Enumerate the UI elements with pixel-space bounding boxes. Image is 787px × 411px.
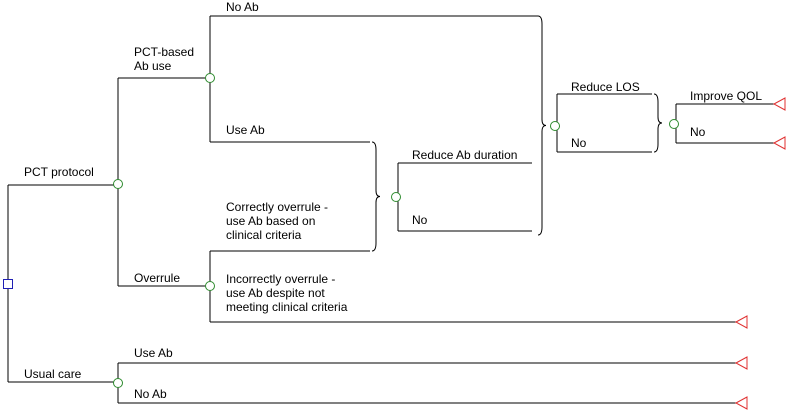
label-use-ab-pct: Use Ab: [226, 123, 265, 137]
chance-node-reduce-ab-duration: [391, 192, 401, 202]
decision-node-root: [3, 279, 13, 289]
label-pct-protocol: PCT protocol: [24, 165, 94, 179]
chance-node-pct-based-ab-use: [205, 73, 215, 83]
terminal-node-incorrectly-overrule: [734, 315, 748, 329]
label-no-ab-top: No Ab: [226, 0, 259, 14]
label-usual-care: Usual care: [24, 367, 82, 381]
terminal-node-improve-qol: [772, 97, 786, 111]
label-no-los: No: [571, 136, 587, 150]
terminal-node-no-ab-usual: [734, 396, 748, 410]
tree-nodes: [3, 73, 786, 410]
label-reduce-los: Reduce LOS: [571, 80, 640, 94]
label-correctly-overrule: Correctly overrule - use Ab based on cli…: [226, 200, 329, 242]
chance-node-pct-protocol: [113, 179, 123, 189]
chance-node-improve-qol: [669, 119, 679, 129]
brace-los: [537, 15, 547, 236]
label-improve-qol: Improve QOL: [690, 89, 763, 103]
terminal-node-use-ab-usual: [734, 356, 748, 370]
brace-ab-duration: [371, 141, 381, 252]
label-incorrectly-overrule: Incorrectly overrule - use Ab despite no…: [226, 272, 348, 314]
tree-edges: [7, 15, 774, 404]
label-no-qol: No: [690, 125, 706, 139]
terminal-node-no-qol: [772, 136, 786, 150]
label-overrule: Overrule: [134, 271, 181, 285]
label-no-ab-usual: No Ab: [134, 387, 167, 401]
tree-braces: [371, 15, 663, 252]
label-reduce-ab-duration: Reduce Ab duration: [412, 148, 518, 162]
brace-qol: [653, 93, 663, 153]
label-use-ab-usual: Use Ab: [134, 346, 173, 360]
chance-node-reduce-los: [550, 121, 560, 131]
chance-node-overrule: [205, 281, 215, 291]
chance-node-usual-care: [113, 378, 123, 388]
label-pct-based-ab-use: PCT-based Ab use: [134, 45, 195, 73]
label-no-ab-duration: No: [412, 213, 428, 227]
